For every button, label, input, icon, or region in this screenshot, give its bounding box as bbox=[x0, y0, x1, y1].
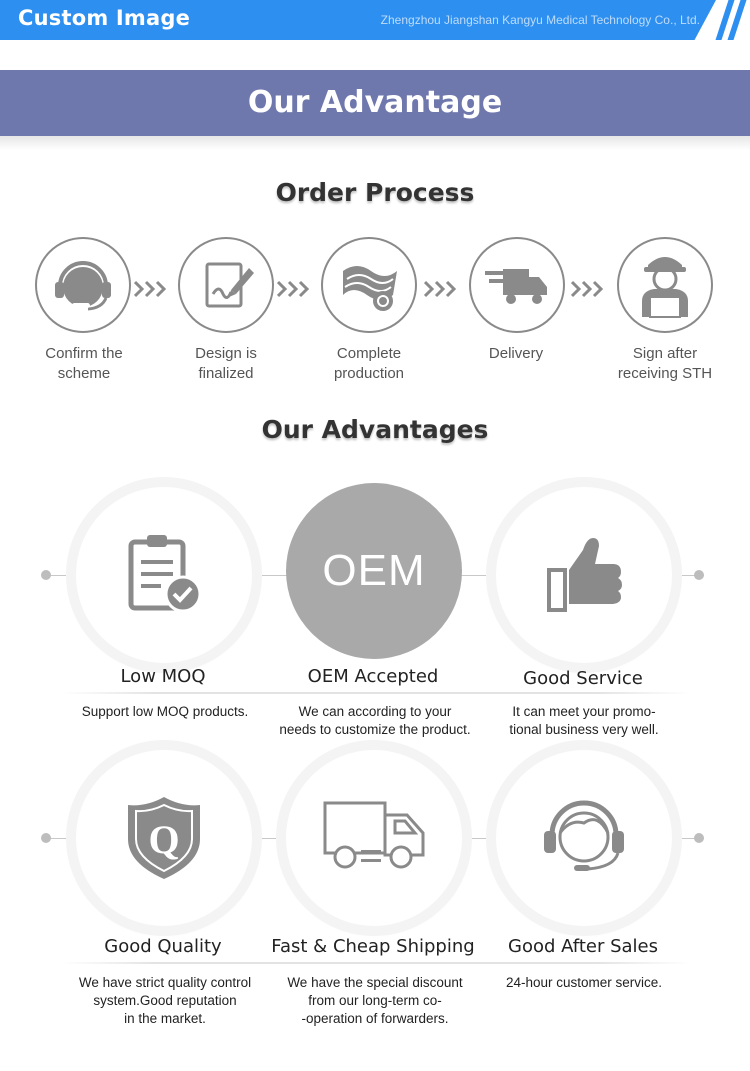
arrow-icon bbox=[571, 280, 604, 298]
step-label: Confirm the scheme bbox=[45, 345, 123, 382]
step-label: Delivery bbox=[488, 345, 544, 362]
shipping-circle bbox=[286, 750, 462, 926]
arrow-icon bbox=[424, 280, 457, 298]
good-service-circle bbox=[496, 487, 672, 663]
advantage-title: Low MOQ bbox=[120, 666, 206, 687]
advantage-title: Good After Sales bbox=[508, 936, 658, 957]
after-sales-circle bbox=[496, 750, 672, 926]
advantage-title: OEM Accepted bbox=[307, 666, 439, 687]
header-shadow bbox=[0, 136, 750, 150]
banner-title: Custom Image bbox=[18, 6, 191, 30]
truck-icon bbox=[323, 801, 425, 869]
step-production-circle bbox=[321, 237, 417, 333]
step-label: Design is finalized bbox=[195, 345, 257, 382]
banner-background bbox=[0, 0, 716, 40]
step-design-circle bbox=[178, 237, 274, 333]
connector-dot bbox=[41, 833, 51, 843]
arrow-icon bbox=[277, 280, 310, 298]
quality-shield-icon: Q bbox=[128, 797, 200, 879]
delivery-truck-icon bbox=[485, 269, 547, 304]
advantages-title: Our Advantages bbox=[261, 415, 489, 444]
oem-circle: OEM bbox=[286, 483, 462, 659]
headset-icon bbox=[55, 261, 111, 311]
quality-q-text: Q bbox=[148, 817, 179, 862]
arrow-icon bbox=[134, 280, 167, 298]
courier-icon bbox=[642, 257, 688, 318]
support-agent-icon bbox=[544, 800, 624, 871]
advantage-description: It can meet your promo- tional business … bbox=[509, 704, 659, 737]
connector-dot bbox=[41, 570, 51, 580]
step-label: Complete production bbox=[333, 345, 405, 382]
step-label: Sign after receiving STH bbox=[617, 345, 713, 382]
title-underline bbox=[62, 962, 690, 964]
advantage-description: Support low MOQ products. bbox=[81, 704, 249, 719]
title-underline bbox=[62, 692, 690, 694]
connector-dot bbox=[694, 833, 704, 843]
low-moq-circle bbox=[76, 487, 252, 663]
document-sign-icon bbox=[205, 262, 254, 308]
advantage-title: Good Service bbox=[523, 668, 643, 689]
advantage-description: We have the special discount from our lo… bbox=[287, 975, 463, 1026]
step-confirm-circle bbox=[35, 237, 131, 333]
company-name: Zhengzhou Jiangshan Kangyu Medical Techn… bbox=[380, 13, 700, 27]
order-process-title: Order Process bbox=[275, 178, 475, 207]
section-header-title: Our Advantage bbox=[247, 85, 503, 120]
step-delivery-circle bbox=[469, 237, 565, 333]
section-header: Our Advantage bbox=[0, 70, 750, 136]
step-sign-circle bbox=[617, 237, 713, 333]
connector-dot bbox=[694, 570, 704, 580]
advantage-description: We can according to your needs to custom… bbox=[279, 704, 471, 737]
advantage-description: We have strict quality control system.Go… bbox=[78, 975, 252, 1026]
top-banner: Custom Image Zhengzhou Jiangshan Kangyu … bbox=[0, 0, 750, 40]
checklist-icon bbox=[128, 535, 202, 613]
fabric-roll-icon bbox=[343, 266, 397, 311]
good-quality-circle: Q bbox=[76, 750, 252, 926]
advantage-title: Fast & Cheap Shipping bbox=[271, 936, 475, 957]
oem-badge-text: OEM bbox=[322, 546, 426, 595]
advantage-title: Good Quality bbox=[104, 936, 222, 957]
advantage-description: 24-hour customer service. bbox=[505, 975, 663, 990]
thumbs-up-icon bbox=[547, 538, 622, 612]
